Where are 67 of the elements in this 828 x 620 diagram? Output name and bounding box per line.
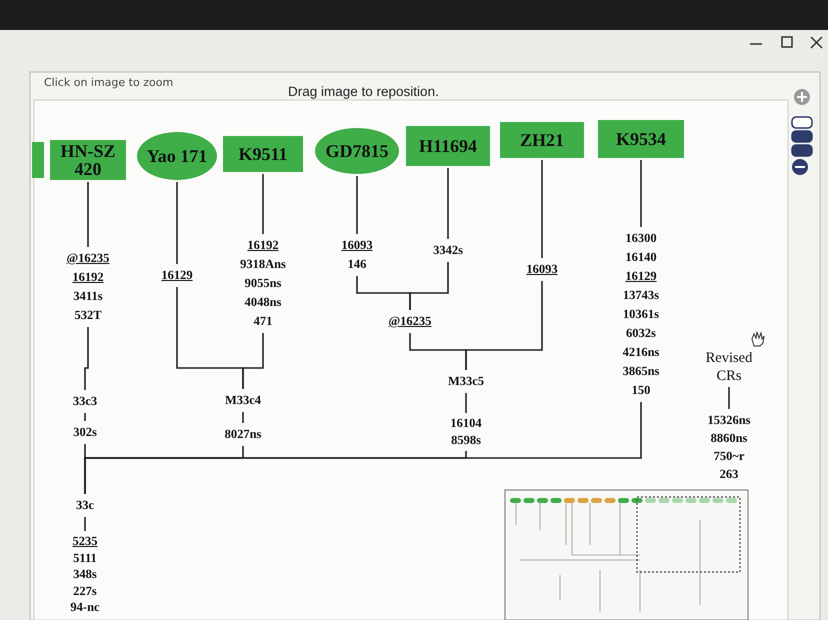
mutation-label: 9055ns (244, 275, 282, 292)
mutation-label: M33c4 (224, 392, 262, 409)
sample-box: ZH21 (500, 122, 584, 158)
mutation-label: 227s (73, 582, 97, 599)
tree-branch (409, 262, 449, 310)
mutation-label: 3865ns (622, 363, 660, 380)
mutation-label: 5111 (73, 550, 97, 566)
tree-branch (84, 517, 86, 531)
mutation-label: 33c3 (72, 393, 98, 410)
mutation-label: 94-nc (70, 599, 100, 616)
window-title: Click on image to zoom (44, 76, 174, 89)
mutation-label: 10361s (622, 306, 660, 323)
mutation-label: 16192 (247, 237, 279, 254)
tree-branch (84, 402, 642, 494)
instruction-text: Drag image to reposition. (288, 84, 439, 99)
tree-branch (242, 412, 244, 423)
mutation-label: 8027ns (224, 426, 262, 443)
mutation-label: 3411s (73, 288, 103, 305)
mutation-label: 471 (254, 313, 272, 330)
mutation-label: 9318Ans (240, 256, 286, 273)
sample-box: HN-SZ 420 (50, 140, 126, 180)
mutation-label: 16093 (341, 237, 373, 254)
mutation-label: 263 (720, 466, 738, 483)
sample-box: K9511 (223, 136, 303, 172)
mutation-label: 8598s (451, 432, 481, 449)
mutation-label: M33c5 (448, 373, 484, 390)
mutation-label: 16093 (526, 261, 558, 278)
group-label: Revised CRs (704, 349, 754, 385)
mutation-label: 16129 (161, 267, 193, 284)
sample-box: K9534 (598, 120, 684, 158)
mutation-label: 6032s (626, 325, 656, 342)
mutation-label: 16192 (72, 269, 104, 286)
mutation-label: 8860ns (710, 430, 748, 447)
tree-branch (84, 413, 86, 421)
tree-branch (465, 393, 467, 413)
mutation-label: 348s (73, 566, 97, 582)
mutation-label: 3342s (433, 242, 463, 259)
tree-branch (465, 281, 543, 370)
mutation-label: 5235 (72, 533, 98, 550)
tree-branch (84, 327, 89, 390)
sample-box: H11694 (406, 126, 490, 166)
mutation-label: 16300 (625, 230, 657, 247)
mutation-label: 16129 (625, 268, 657, 285)
tree-branch (176, 182, 178, 264)
mutation-label: 4216ns (622, 344, 660, 361)
mutation-label: 15326ns (707, 412, 751, 429)
mutation-label: 150 (632, 382, 650, 399)
mutation-label: 4048ns (244, 294, 282, 311)
mutation-label: @16235 (388, 313, 432, 330)
tree-branch (728, 387, 730, 409)
sample-box (32, 142, 44, 178)
mutation-label: 532T (74, 307, 102, 324)
tree-branch (356, 176, 358, 234)
tree-branch (242, 333, 264, 389)
mutation-label: 302s (73, 424, 97, 441)
mutation-label: 33c (76, 497, 94, 514)
mutation-label: 16140 (625, 249, 657, 266)
mutation-label: 146 (348, 256, 366, 273)
tree-branch (640, 160, 642, 227)
tree-branch (87, 182, 89, 247)
mutation-label: 13743s (622, 287, 660, 304)
tree-branch (447, 168, 449, 239)
tree-branch (262, 174, 264, 234)
mutation-label: 16104 (450, 415, 482, 432)
mutation-label: @16235 (66, 250, 110, 267)
tree-branch (541, 160, 543, 258)
mutation-label: 750~r (714, 448, 744, 465)
